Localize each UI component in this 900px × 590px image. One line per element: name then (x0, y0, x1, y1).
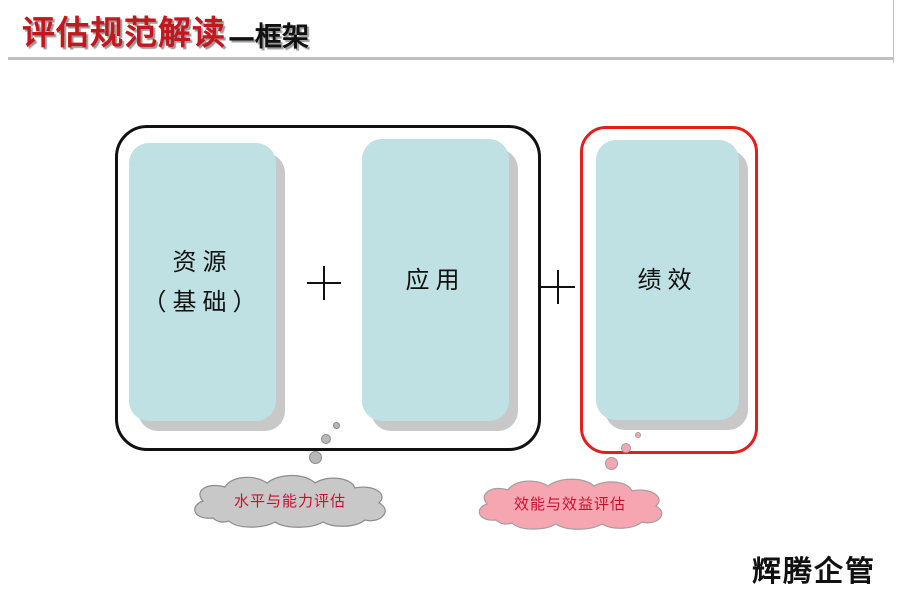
title-divider (8, 57, 894, 60)
card-application: 应用 (362, 139, 509, 421)
thought-bubble-dot (309, 451, 322, 464)
page-title: 评估规范解读 —框架 (22, 10, 309, 54)
thought-bubble-dot (635, 432, 641, 438)
thought-bubble-dot (605, 457, 618, 470)
cloud-icon (194, 474, 386, 528)
callout-benefit-label: 效能与效益评估 (513, 494, 626, 513)
cloud-icon (478, 478, 663, 530)
header-right-divider (893, 0, 894, 63)
callout-capability-label: 水平与能力评估 (233, 491, 346, 510)
card-resource: 资源 （基础） (129, 143, 276, 421)
thought-bubble-dot (321, 434, 331, 444)
thought-bubble-dot (621, 443, 631, 453)
corner-brand-text: 辉腾企管 (752, 554, 877, 588)
page-title-main: 评估规范解读 (22, 13, 226, 52)
card-performance-label: 绩效 (637, 266, 698, 294)
plus-operator-1 (307, 266, 341, 300)
thought-bubble-dot (333, 422, 340, 429)
card-application-label: 应用 (405, 266, 466, 294)
page-title-sub: —框架 (228, 22, 309, 53)
card-resource-label: 资源 （基础） (142, 248, 263, 316)
callout-benefit-cloud: 效能与效益评估 (470, 474, 670, 532)
plus-operator-2 (541, 270, 575, 304)
card-performance: 绩效 (596, 140, 739, 420)
callout-capability-cloud: 水平与能力评估 (185, 470, 395, 530)
